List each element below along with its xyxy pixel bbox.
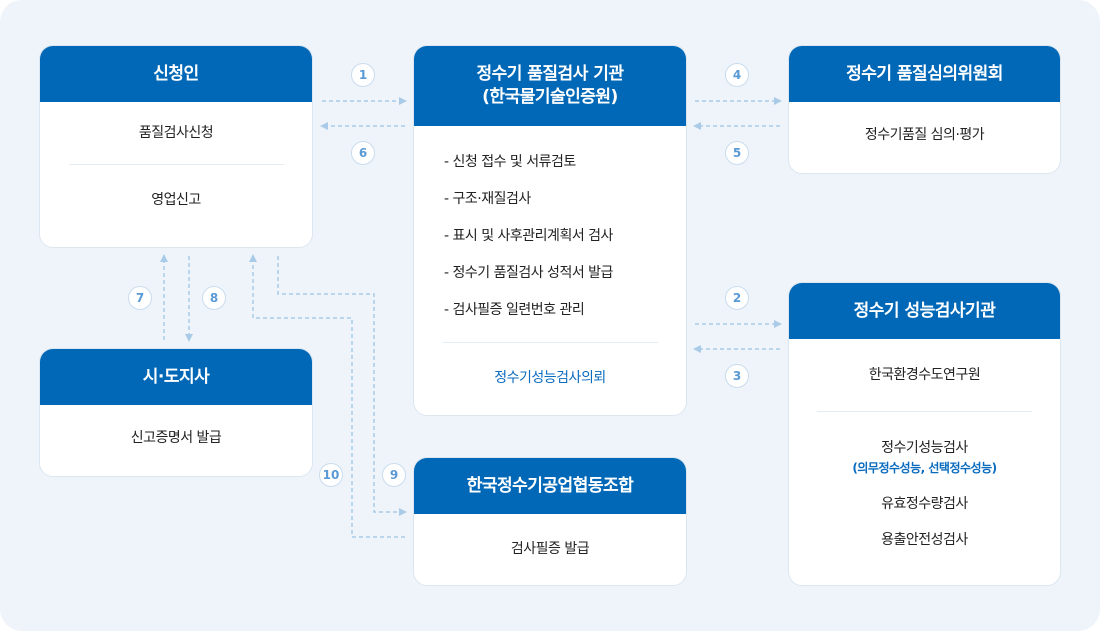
agency-title-line: (한국물기술인증원): [482, 87, 618, 107]
step-2: 2: [725, 286, 749, 310]
list-item: - 신청 접수 및 서류검토: [444, 154, 576, 170]
agency-footer: 정수기성능검사의뢰: [494, 370, 606, 386]
agency-title-line: 정수기 품질검사 기관: [476, 64, 624, 85]
step-9: 9: [382, 463, 406, 487]
union-item: 검사필증 발급: [510, 541, 590, 557]
governor-title: 시·도지사: [40, 349, 312, 405]
step-3: 3: [725, 364, 749, 388]
performance-title: 정수기 성능검사기관: [789, 283, 1060, 339]
governor-box: 시·도지사 신고증명서 발급: [39, 348, 313, 477]
list-item: - 구조·재질검사: [444, 191, 531, 207]
governor-item: 신고증명서 발급: [130, 430, 222, 446]
step-1: 1: [351, 63, 375, 87]
step-5: 5: [725, 141, 749, 165]
divider: [68, 164, 284, 165]
applicant-item: 품질검사신청: [138, 125, 214, 141]
performance-test-note: (의무정수성능, 선택정수성능): [852, 461, 997, 475]
list-item: - 표시 및 사후관리계획서 검사: [444, 228, 613, 244]
arrow-10: [249, 254, 405, 538]
committee-title: 정수기 품질심의위원회: [789, 46, 1060, 102]
performance-test: 용출안전성검사: [881, 532, 968, 548]
performance-box: 정수기 성능검사기관 한국환경수도연구원 정수기성능검사 (의무정수성능, 선택…: [788, 282, 1061, 586]
performance-test: 유효정수량검사: [881, 496, 968, 512]
arrow-9: [277, 256, 407, 516]
list-item: - 정수기 품질검사 성적서 발급: [444, 265, 613, 281]
step-4: 4: [725, 63, 749, 87]
list-item: - 검사필증 일련번호 관리: [444, 302, 585, 318]
agency-title: 정수기 품질검사 기관 (한국물기술인증원): [414, 46, 686, 126]
applicant-title: 신청인: [40, 46, 312, 102]
union-box: 한국정수기공업협동조합 검사필증 발급: [413, 457, 687, 586]
step-7: 7: [128, 286, 152, 310]
applicant-box: 신청인 품질검사신청 영업신고: [39, 45, 313, 248]
step-6: 6: [351, 141, 375, 165]
performance-org: 한국환경수도연구원: [868, 367, 981, 383]
agency-task-list: - 신청 접수 및 서류검토 - 구조·재질검사 - 표시 및 사후관리계획서 …: [414, 126, 686, 329]
committee-box: 정수기 품질심의위원회 정수기품질 심의·평가: [788, 45, 1061, 174]
step-8: 8: [202, 286, 226, 310]
agency-box: 정수기 품질검사 기관 (한국물기술인증원) - 신청 접수 및 서류검토 - …: [413, 45, 687, 416]
applicant-item: 영업신고: [151, 192, 201, 208]
step-10: 10: [319, 463, 343, 487]
divider: [442, 342, 658, 343]
performance-test: 정수기성능검사: [881, 440, 968, 456]
union-title: 한국정수기공업협동조합: [414, 458, 686, 514]
committee-item: 정수기품질 심의·평가: [864, 127, 985, 143]
divider: [817, 411, 1032, 412]
